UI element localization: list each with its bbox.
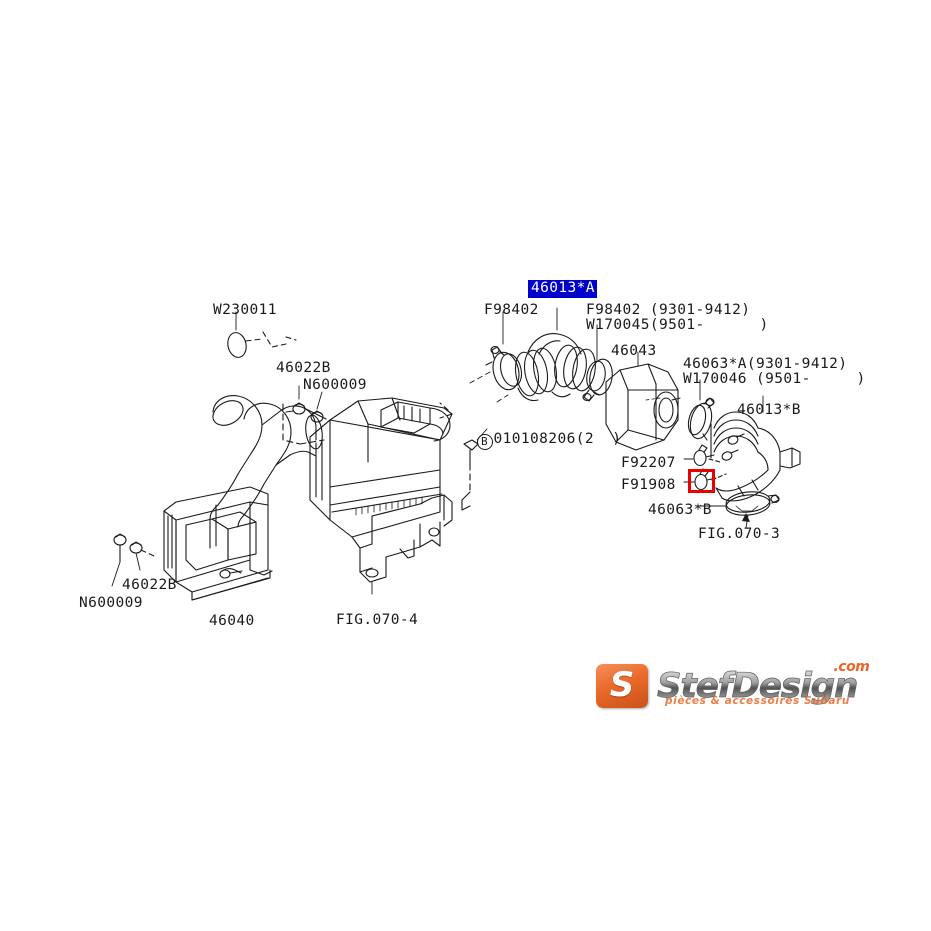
part-46063b-clamp [695,491,780,529]
label-fig-070-4[interactable]: FIG.070-4 [336,612,419,628]
brand-name: StefDesign [657,666,859,707]
brand-text-block: StefDesign .com pièces & accessoires Sub… [657,659,870,707]
part-46013b-intake-duct [710,395,801,502]
label-46022b-bottom[interactable]: 46022B [122,577,177,593]
part-46022b-grommet-upper [285,385,306,415]
part-f98402-clamp-right [582,324,613,402]
part-w230011-grommet [227,311,297,358]
label-46043[interactable]: 46043 [611,343,657,359]
label-46063b[interactable]: 46063*B [648,502,712,518]
label-fig-070-3[interactable]: FIG.070-3 [698,526,781,542]
label-w170045[interactable]: W170045(9501- ) [586,317,769,333]
label-f91908[interactable]: F91908 [621,477,676,493]
label-f98402-left[interactable]: F98402 [484,302,539,318]
label-n600009-top[interactable]: N600009 [303,377,367,393]
part-air-cleaner-case [309,397,453,538]
label-f98402-right[interactable]: F98402 (9301-9412) [586,302,751,318]
part-f92207-clip [683,444,721,467]
part-f98402-clamp-left [469,311,523,391]
part-46022b-grommet-lower [111,533,127,587]
part-46013a-intake-boot [514,307,596,402]
label-46063a[interactable]: 46063*A(9301-9412) [683,356,848,372]
part-f91908-clip [683,468,727,491]
label-f92207[interactable]: F92207 [621,455,676,471]
brand-tagline: pièces & accessoires Subaru [665,695,850,707]
label-n600009-bottom[interactable]: N600009 [79,595,143,611]
part-46040-resonator [163,395,327,601]
circled-b-icon: B [476,434,493,450]
part-46063a-clamp [687,379,715,441]
part-n600009-pin-upper [310,391,324,423]
part-bolt-010108206 [439,402,488,511]
label-46022b-top[interactable]: 46022B [276,360,331,376]
part-46043-airflow-meter [605,351,681,451]
bolt-number: 010108206(2 ) [493,431,622,447]
part-n600009-pin-lower [129,541,155,571]
label-w170046[interactable]: W170046 (9501- ) [683,371,866,387]
label-w230011[interactable]: W230011 [213,302,277,318]
label-46013a-selected[interactable]: 46013*A [528,280,597,298]
brand-domain: .com [833,659,870,675]
label-46013b[interactable]: 46013*B [737,402,801,418]
label-46040[interactable]: 46040 [209,613,255,629]
watermark-logo: StefDesign .com pièces & accessoires Sub… [596,659,870,708]
part-mounting-bracket [351,494,453,595]
brand-badge-icon [596,664,648,708]
